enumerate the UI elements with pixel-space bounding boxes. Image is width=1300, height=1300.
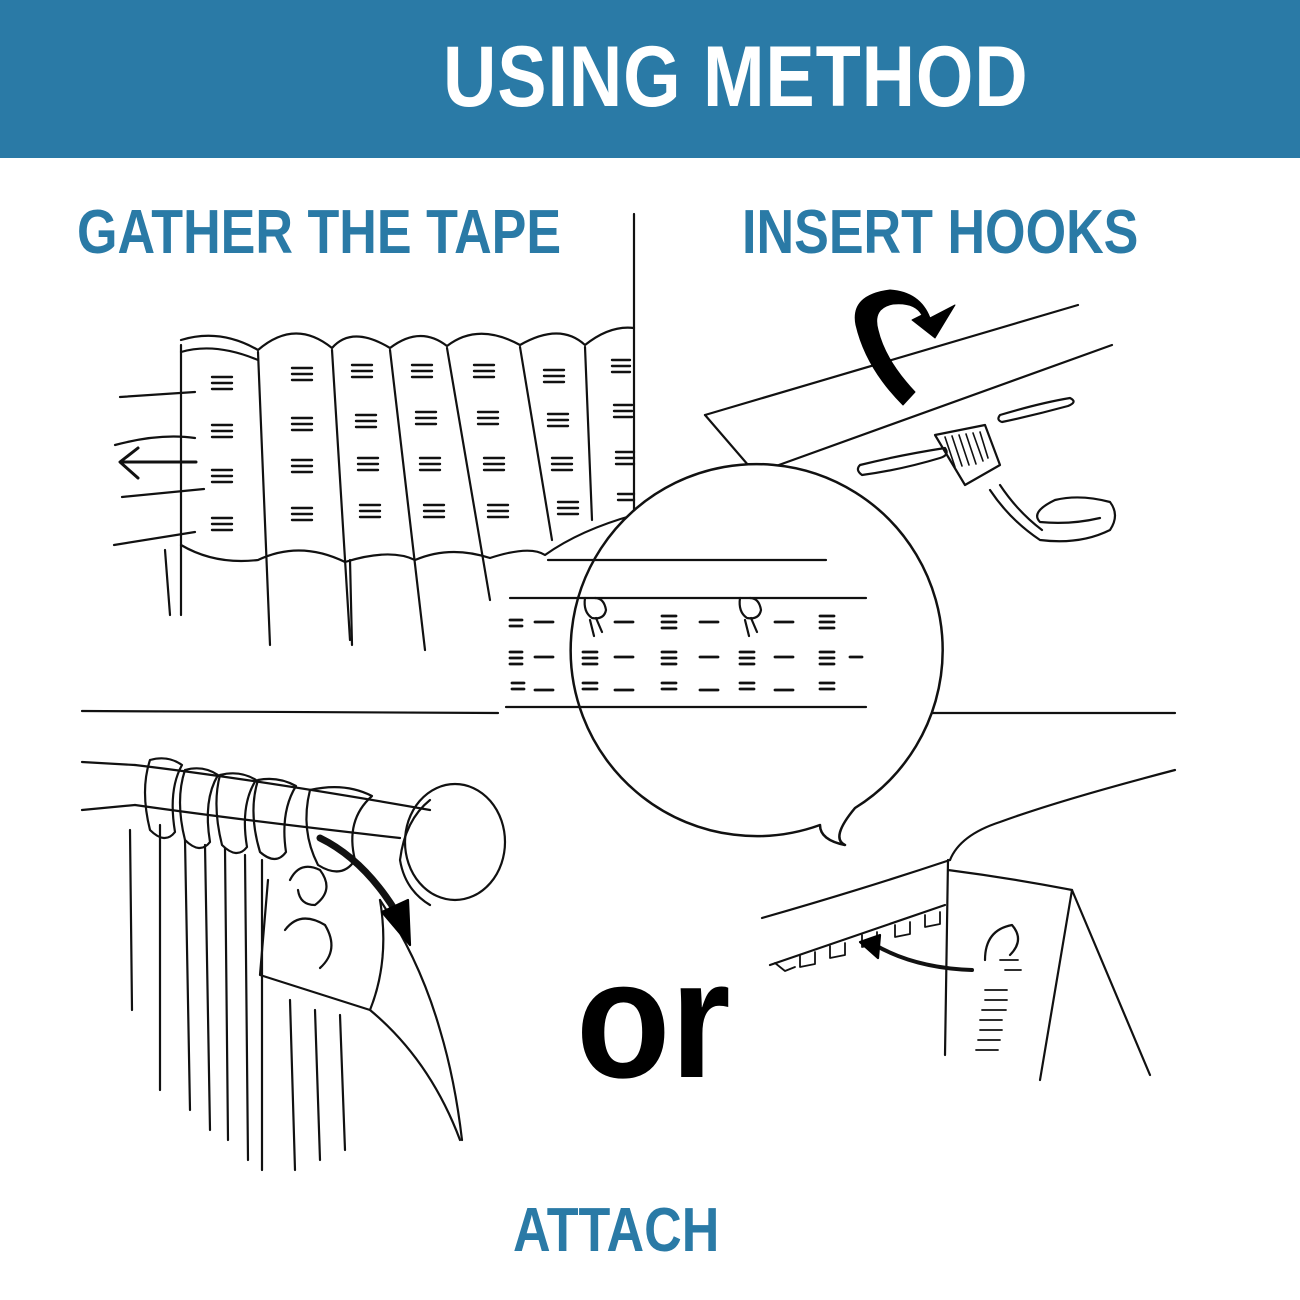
page-title: USING METHOD xyxy=(443,29,1029,125)
curtain-rod-icon xyxy=(80,757,507,907)
curtain-hook-icon xyxy=(583,596,763,638)
curved-arrow-icon xyxy=(854,289,956,406)
track-attach-illustration xyxy=(760,768,1177,1082)
tape-closeup-magnifier xyxy=(504,462,944,847)
gathered-tape-illustration xyxy=(112,326,636,652)
step-insert-label: INSERT HOOKS xyxy=(742,198,1139,267)
rod-arrow-icon xyxy=(316,834,412,947)
step-gather-label: GATHER THE TAPE xyxy=(77,198,562,267)
hanging-curtain-illustration xyxy=(128,823,464,1172)
or-label: or xyxy=(576,925,731,1113)
hook-arrow-icon xyxy=(858,933,974,972)
header-banner: USING METHOD xyxy=(0,0,1300,158)
step-attach-label: ATTACH xyxy=(513,1196,720,1265)
arrow-left-icon xyxy=(118,446,198,480)
